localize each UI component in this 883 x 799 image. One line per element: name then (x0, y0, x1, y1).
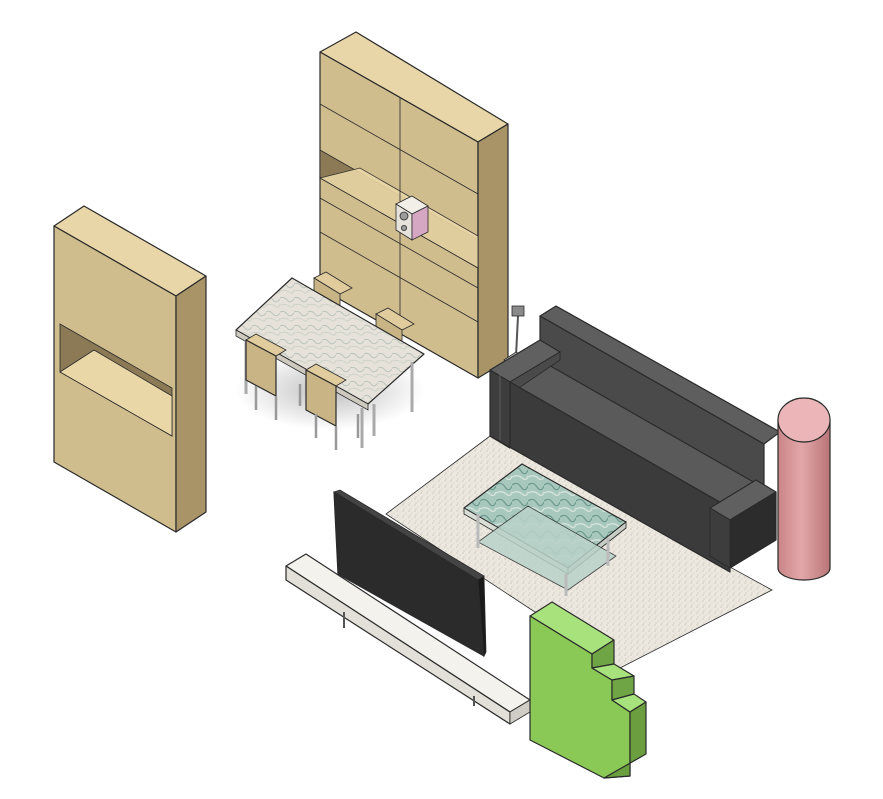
dining-table (235, 271, 425, 450)
tv-stand (285, 553, 531, 725)
pink-cylinder (777, 397, 831, 581)
speaker (395, 195, 429, 241)
dining-chair (305, 363, 360, 450)
green-stepped-block (529, 601, 647, 779)
small-wood-cabinet (53, 205, 207, 533)
coffee-table (463, 463, 627, 596)
tv (333, 489, 487, 658)
dining-chair (245, 333, 302, 420)
sofa (489, 305, 781, 573)
